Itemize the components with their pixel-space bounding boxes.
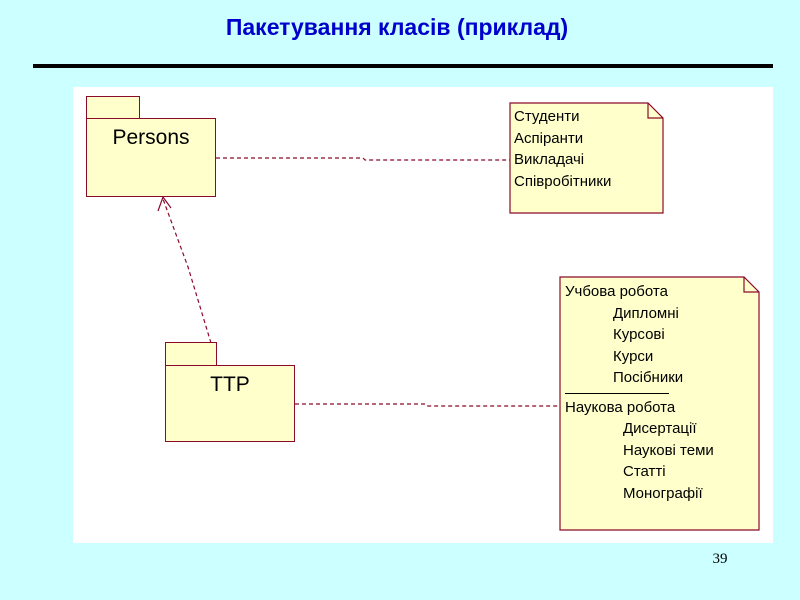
ttp-note-anchor-line — [295, 403, 560, 407]
slide-title-text: Пакетування класів (приклад) — [225, 14, 569, 40]
persons-note-shape — [509, 102, 664, 214]
persons-note-fold — [647, 103, 663, 119]
diagram-connectors — [157, 102, 760, 531]
note-line-postgraduates: Аспіранти — [514, 129, 584, 147]
research-item: Монографії — [623, 484, 703, 502]
ttp-note-fold — [743, 277, 759, 293]
teaching-item: Курси — [613, 347, 654, 365]
ttp-package: TTP — [165, 365, 295, 442]
teaching-item: Посібники — [613, 369, 684, 386]
teaching-item: Курсові — [613, 326, 665, 343]
note-line-lecturers: Викладачі — [514, 151, 585, 168]
ttp-package-tab — [165, 342, 217, 366]
research-item: Статті — [623, 463, 666, 480]
persons-note-anchor-line — [216, 157, 510, 161]
teaching-heading: Учбова робота — [565, 283, 668, 300]
ttp-package-name: TTP — [210, 373, 250, 396]
persons-package-name: Persons — [112, 126, 190, 149]
persons-package-tab — [86, 96, 140, 119]
note-separator — [565, 392, 669, 394]
dependency-arrow-line — [162, 198, 212, 344]
teaching-item: Дипломні — [613, 304, 679, 322]
ttp-note: Учбова робота Дипломні Курсові Курси Пос… — [565, 281, 714, 504]
persons-note: Студенти Аспіранти Викладачі Співробітни… — [514, 106, 611, 192]
research-heading: Наукова робота — [565, 398, 676, 416]
dependency-arrowhead — [157, 195, 172, 212]
slide-title: Пакетування класів (приклад) — [0, 14, 800, 41]
research-item: Наукові теми — [623, 441, 714, 459]
persons-package: Persons — [86, 118, 216, 197]
ttp-note-shape — [559, 276, 760, 531]
note-line-staff: Співробітники — [514, 172, 612, 190]
diagram-canvas: Persons TTP Студенти Аспіранти Викладачі… — [73, 87, 773, 543]
note-line-students: Студенти — [514, 108, 580, 125]
title-divider — [33, 64, 773, 68]
page-number: 39 — [712, 551, 728, 567]
research-item: Дисертації — [623, 420, 697, 437]
